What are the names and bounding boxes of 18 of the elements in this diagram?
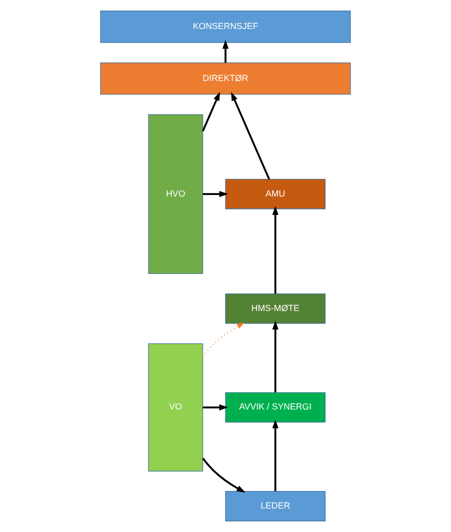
arrow	[202, 458, 246, 493]
node-box: AMU	[225, 178, 326, 210]
node-box: KONSERNSJEF	[100, 10, 351, 43]
arrow	[202, 92, 220, 132]
arrow	[231, 92, 270, 180]
arrow	[272, 206, 278, 294]
arrow	[202, 404, 228, 410]
arrow	[202, 190, 228, 198]
node-box: AVVIK / SYNERGI	[225, 392, 326, 423]
node-box: VO	[148, 343, 204, 472]
arrow	[272, 419, 278, 492]
node-box: LEDER	[225, 491, 326, 522]
arrow	[222, 40, 229, 63]
arrow	[272, 320, 278, 392]
arrow	[202, 322, 245, 357]
node-box: DIREKTØR	[100, 62, 351, 95]
node-box: HVO	[148, 114, 204, 274]
node-box: HMS-MØTE	[225, 293, 326, 324]
